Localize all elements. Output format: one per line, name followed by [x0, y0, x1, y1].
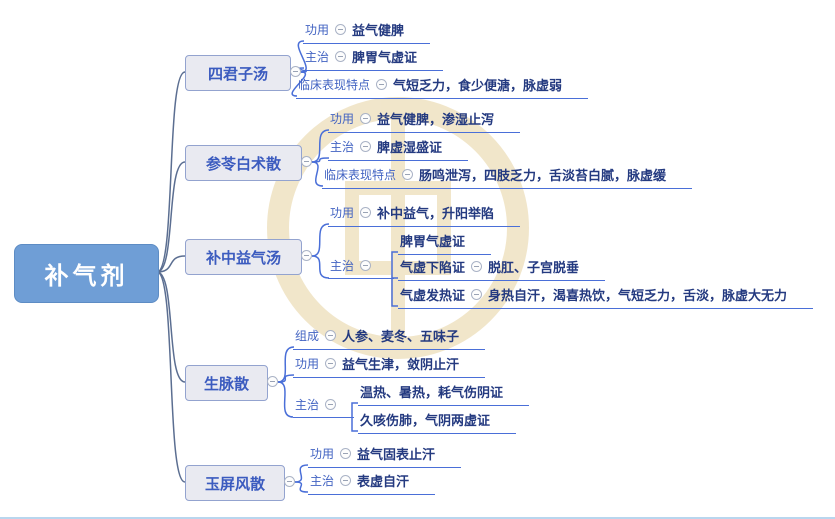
topic-row: 临床表现特点 气短乏力，食少便溏，脉虚弱: [296, 75, 589, 99]
topic-label[interactable]: 临床表现特点: [324, 168, 397, 182]
collapse-minus-icon[interactable]: [301, 156, 312, 167]
branch-node[interactable]: 补中益气汤: [185, 239, 302, 275]
sub-topic-label[interactable]: 温热、暑热，耗气伤阴证: [360, 385, 504, 400]
branch-node[interactable]: 玉屏风散: [185, 465, 285, 501]
branch-node[interactable]: 四君子汤: [185, 55, 291, 91]
topic-value[interactable]: 肠鸣泄泻，四肢乏力，舌淡苔白腻，脉虚缓: [419, 168, 667, 183]
topic-label[interactable]: 主治: [310, 474, 335, 488]
topic-label[interactable]: 功用: [310, 447, 335, 461]
topic-label[interactable]: 组成: [295, 329, 320, 343]
topic-row: 主治: [293, 396, 354, 418]
topic-label[interactable]: 功用: [305, 23, 330, 37]
topic-value[interactable]: 气短乏力，食少便溏，脉虚弱: [393, 78, 563, 93]
collapse-minus-icon[interactable]: [340, 448, 352, 459]
sub-topic-row: 久咳伤肺，气阴两虚证: [358, 410, 517, 434]
topic-value[interactable]: 益气固表止汗: [357, 447, 436, 462]
collapse-minus-icon[interactable]: [360, 260, 372, 271]
root-topic-label: 补气剂: [44, 263, 129, 290]
branch-label: 补中益气汤: [205, 249, 281, 267]
collapse-minus-icon[interactable]: [360, 207, 372, 218]
topic-value[interactable]: 表虚自汗: [357, 474, 410, 489]
topic-label[interactable]: 主治: [295, 398, 320, 412]
topic-row: 组成 人参、麦冬、五味子: [293, 326, 486, 350]
topic-row: 主治 表虚自汗: [308, 471, 436, 495]
topic-label[interactable]: 临床表现特点: [298, 78, 371, 92]
collapse-minus-icon[interactable]: [471, 289, 483, 300]
collapse-minus-icon[interactable]: [402, 169, 414, 180]
root-topic[interactable]: 补气剂: [14, 244, 159, 303]
branch-label: 四君子汤: [207, 65, 268, 83]
sub-topic-row: 温热、暑热，耗气伤阴证: [358, 382, 530, 406]
collapse-minus-icon[interactable]: [284, 476, 295, 487]
sub-topic-label[interactable]: 脾胃气虚证: [400, 234, 466, 249]
collapse-minus-icon[interactable]: [360, 113, 372, 124]
topic-value[interactable]: 补中益气，升阳举陷: [377, 206, 495, 221]
canvas-bottom-border: [0, 517, 835, 519]
topic-label[interactable]: 主治: [330, 140, 355, 154]
sub-topic-row: 气虚下陷证 脱肛、子宫脱垂: [398, 257, 606, 281]
collapse-minus-icon[interactable]: [325, 399, 337, 410]
collapse-minus-icon[interactable]: [360, 141, 372, 152]
sub-topic-label[interactable]: 气虚发热证: [400, 288, 466, 303]
topic-row: 主治 脾虚湿盛证: [328, 137, 469, 161]
topic-value[interactable]: 益气生津，敛阴止汗: [342, 357, 460, 372]
collapse-minus-icon[interactable]: [335, 24, 347, 35]
topic-row: 主治 脾胃气虚证: [303, 47, 444, 71]
sub-topic-value[interactable]: 身热自汗，渴喜热饮，气短乏力，舌淡，脉虚大无力: [488, 288, 788, 303]
topic-value[interactable]: 益气健脾，渗湿止泻: [377, 112, 495, 127]
branch-label: 生脉散: [203, 375, 249, 393]
topic-row: 临床表现特点 肠鸣泄泻，四肢乏力，舌淡苔白腻，脉虚缓: [322, 165, 693, 189]
collapse-minus-icon[interactable]: [267, 376, 278, 387]
root-connectors: [156, 71, 186, 483]
topic-label[interactable]: 功用: [330, 112, 355, 126]
topic-row: 功用 益气生津，敛阴止汗: [293, 354, 486, 378]
collapse-minus-icon[interactable]: [335, 51, 347, 62]
topic-row: 功用 益气健脾，渗湿止泻: [328, 109, 521, 133]
topic-value[interactable]: 脾胃气虚证: [352, 50, 418, 65]
topic-row: 功用 益气健脾: [303, 20, 431, 44]
sub-topic-value[interactable]: 脱肛、子宫脱垂: [488, 260, 580, 275]
branch-label: 玉屏风散: [204, 475, 265, 493]
branch-node[interactable]: 生脉散: [185, 365, 268, 401]
branch-node[interactable]: 参苓白术散: [185, 145, 302, 181]
collapse-minus-icon[interactable]: [340, 475, 352, 486]
topic-label[interactable]: 功用: [295, 357, 320, 371]
collapse-minus-icon[interactable]: [325, 330, 337, 341]
collapse-minus-icon[interactable]: [376, 79, 388, 90]
sub-topic-row: 气虚发热证 身热自汗，渴喜热饮，气短乏力，舌淡，脉虚大无力: [398, 285, 814, 309]
sub-topic-label[interactable]: 久咳伤肺，气阴两虚证: [360, 413, 491, 428]
topic-value[interactable]: 益气健脾: [352, 23, 405, 38]
topic-row: 功用 补中益气，升阳举陷: [328, 203, 521, 227]
topic-value[interactable]: 脾虚湿盛证: [377, 140, 443, 155]
collapse-minus-icon[interactable]: [471, 261, 483, 272]
topic-row: 功用 益气固表止汗: [308, 444, 462, 468]
topic-row: 主治: [328, 257, 394, 279]
topic-label[interactable]: 功用: [330, 206, 355, 220]
sub-topic-label[interactable]: 气虚下陷证: [400, 260, 466, 275]
branch-label: 参苓白术散: [205, 155, 281, 173]
topic-label[interactable]: 主治: [305, 50, 330, 64]
collapse-minus-icon[interactable]: [301, 250, 312, 261]
topic-value[interactable]: 人参、麦冬、五味子: [342, 329, 460, 344]
sub-topic-row: 脾胃气虚证: [398, 231, 492, 255]
collapse-minus-icon[interactable]: [325, 358, 337, 369]
topic-label[interactable]: 主治: [330, 259, 355, 273]
